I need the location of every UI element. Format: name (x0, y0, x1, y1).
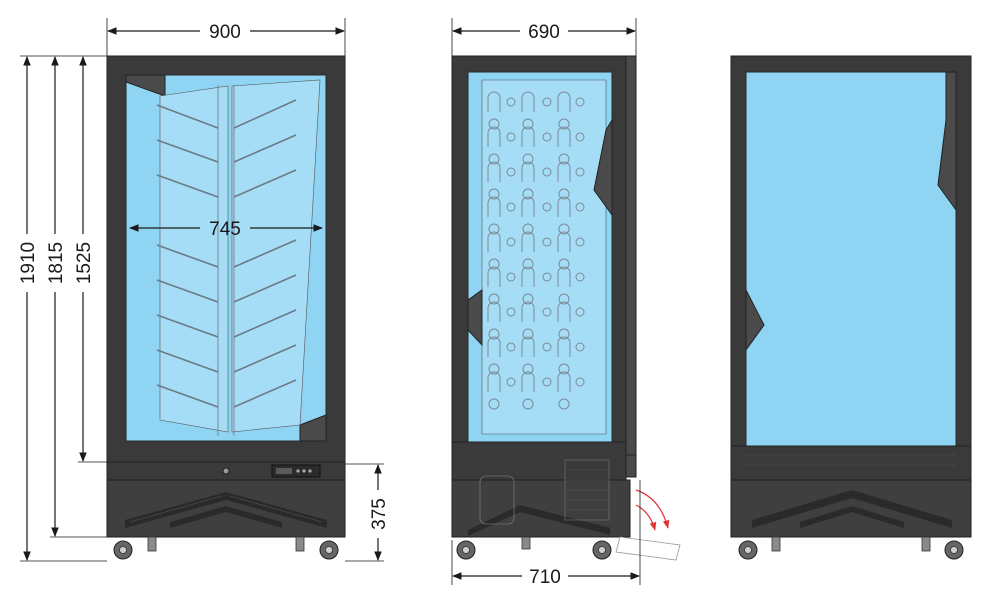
back-trim-right (937, 71, 957, 212)
front-casters (113, 536, 339, 560)
front-lock-icon (222, 467, 230, 475)
back-base-vents (752, 490, 952, 528)
side-casters (456, 536, 612, 560)
front-base-vents (125, 492, 327, 528)
back-trim-left (745, 289, 765, 352)
front-view: 900 (18, 18, 390, 562)
side-trim-left (467, 289, 483, 347)
side-trim-right (593, 118, 613, 217)
front-width-label: 900 (209, 22, 241, 43)
side-total-depth-dimension: 710 (451, 480, 641, 588)
front-trim-bottom-right (299, 414, 327, 442)
front-width-dimension: 900 (106, 18, 346, 56)
height-1815-label: 1815 (46, 242, 67, 284)
height-1910-label: 1910 (18, 242, 39, 284)
front-right-door-panel (231, 79, 321, 433)
base-height-label: 375 (369, 498, 390, 530)
front-glass-width-label: 745 (209, 219, 241, 240)
side-depth-label: 690 (528, 22, 560, 43)
side-tray-grid (487, 91, 585, 410)
side-total-depth-label: 710 (529, 567, 561, 588)
back-casters (738, 536, 964, 560)
front-shelves (156, 99, 297, 408)
height-1525-label: 1525 (74, 242, 95, 284)
side-door-edge (625, 55, 637, 461)
side-inner-panel (467, 79, 607, 435)
back-view (730, 55, 972, 560)
side-base-vents (468, 459, 610, 536)
base-height-dimension: 375 (345, 463, 390, 562)
side-depth-dimension: 690 (451, 18, 637, 56)
side-view: 690 (451, 18, 681, 588)
back-glass-panel (745, 71, 957, 447)
front-glass-width-dimension: 745 (129, 219, 323, 240)
front-height-dimensions: 1910 1815 1525 (18, 55, 107, 562)
